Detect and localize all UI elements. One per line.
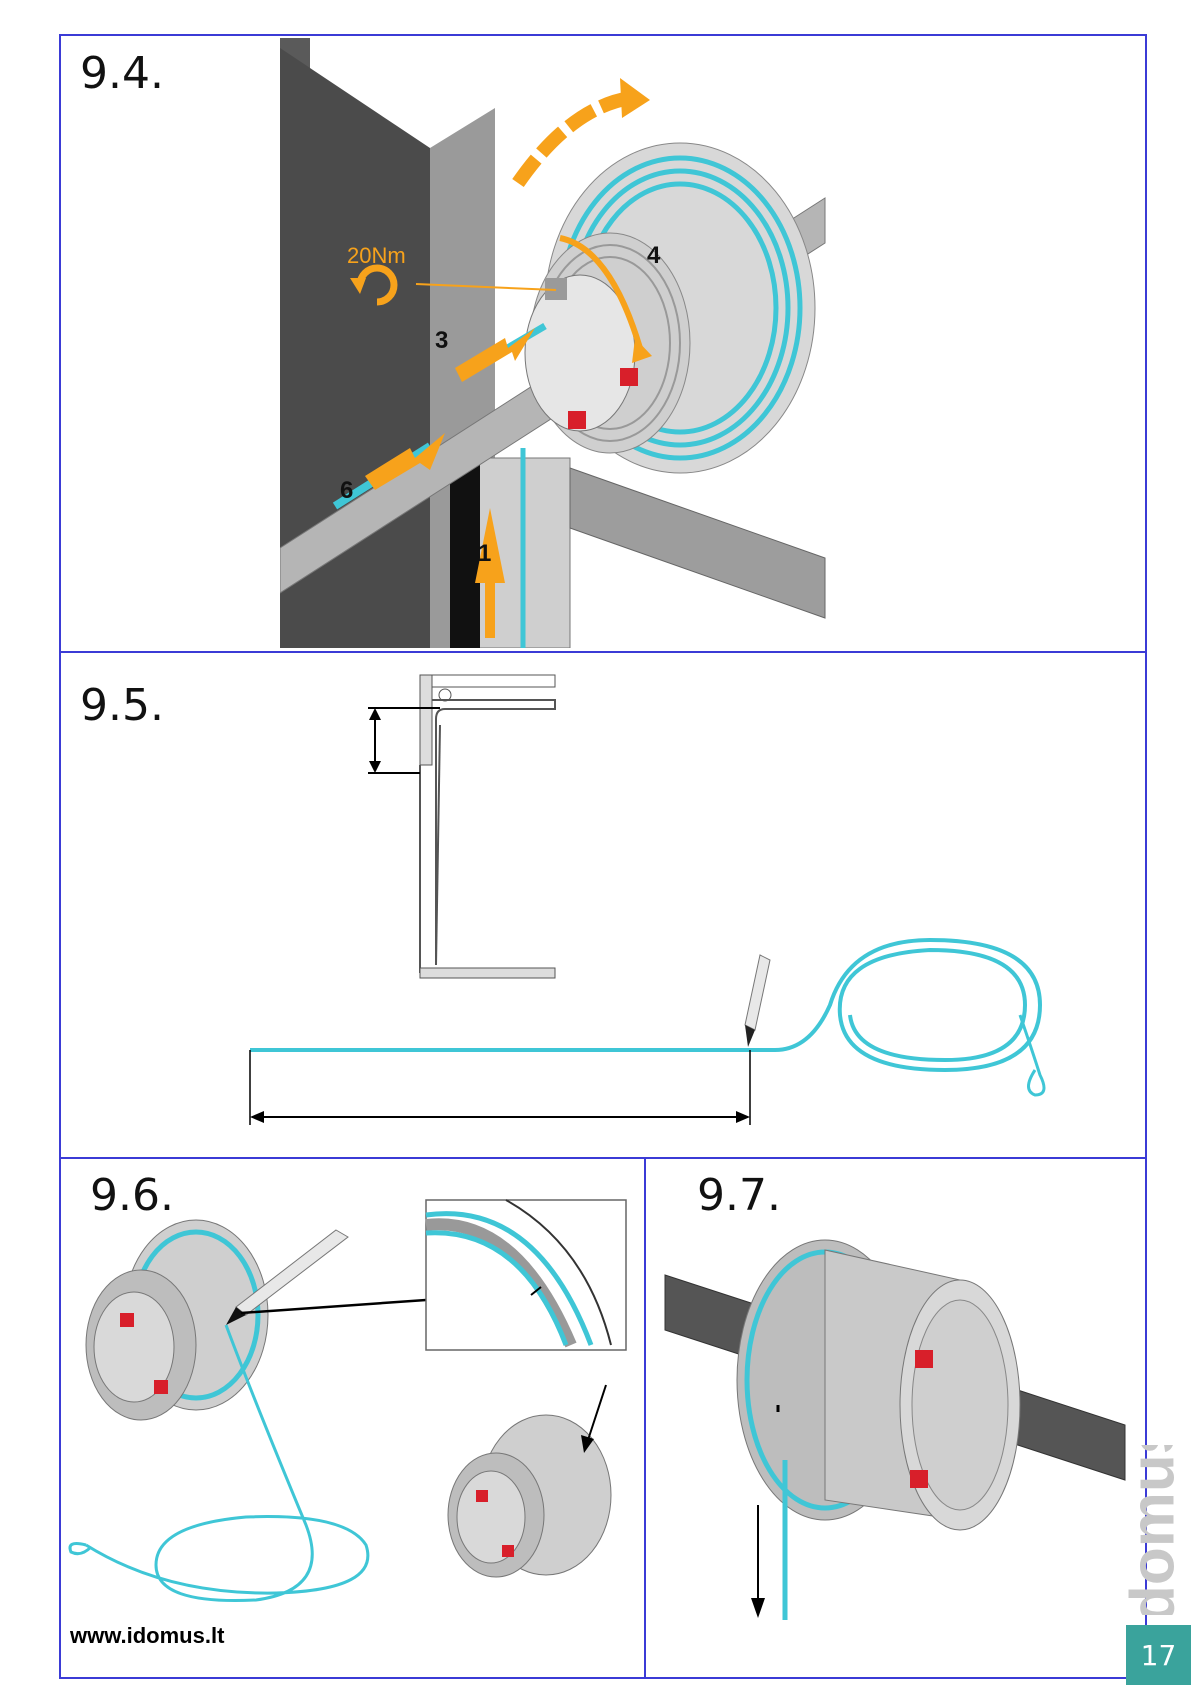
step-label-9-4: 9.4. xyxy=(80,48,164,99)
callout-6: 6 xyxy=(340,477,353,504)
callout-4: 4 xyxy=(647,242,661,269)
svg-text:idomus: idomus xyxy=(1124,1445,1187,1615)
page-number-badge: 17 xyxy=(1126,1625,1191,1685)
callout-3: 3 xyxy=(435,327,448,354)
illustration-cable-tension xyxy=(660,1200,1130,1640)
illustration-cable-winding-check xyxy=(66,1195,641,1635)
illustration-cable-drum-mount: 20Nm 3 4 6 1 xyxy=(280,38,840,648)
idomus-logo: idomus xyxy=(1124,1445,1190,1615)
illustration-cable-length-marking xyxy=(240,665,1090,1145)
footer-website-link[interactable]: www.idomus.lt xyxy=(70,1623,224,1649)
step-label-9-5: 9.5. xyxy=(80,680,164,731)
torque-label: 20Nm xyxy=(347,243,406,268)
callout-1: 1 xyxy=(478,540,491,567)
